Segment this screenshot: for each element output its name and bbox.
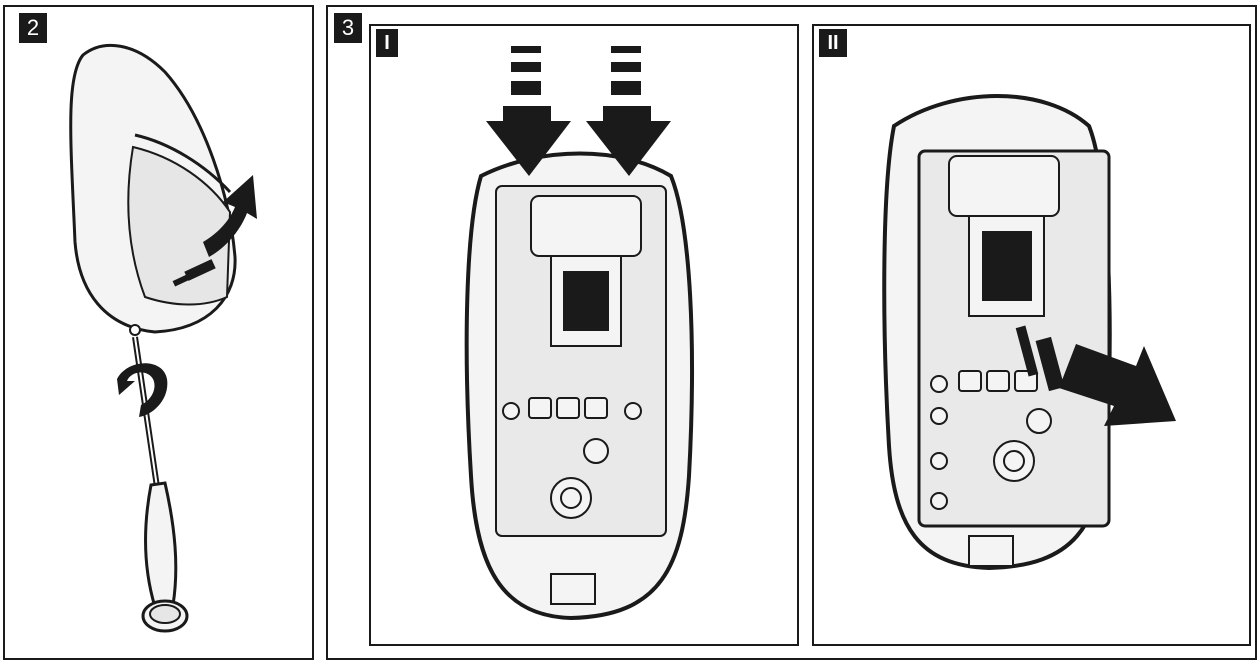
step-3-panel: 3 I (326, 5, 1257, 660)
terminal-block (550, 573, 596, 605)
push-arrow-right-icon (586, 46, 671, 176)
terminal-block (968, 535, 1014, 567)
rotate-arrow-icon (117, 363, 168, 417)
step-2-number: 2 (19, 13, 47, 43)
pull-out-arrow-icon (1015, 325, 1176, 426)
substep-ii-illustration (882, 94, 1176, 571)
substep-ii-panel: II (812, 24, 1251, 646)
step-2-illustration (69, 43, 257, 633)
step-2-panel: 2 (3, 5, 314, 660)
screwdriver-handle (143, 481, 178, 609)
push-arrow-left-icon (486, 46, 571, 176)
substep-i-illustration (464, 46, 694, 621)
substep-i-label: I (376, 29, 398, 57)
circuit-board (917, 149, 1111, 528)
substep-i-panel: I (369, 24, 799, 646)
screw (129, 324, 141, 336)
circuit-board (495, 185, 667, 537)
lift-arrow-icon (203, 175, 257, 257)
step-3-number: 3 (334, 13, 362, 43)
substep-ii-label: II (819, 29, 847, 57)
